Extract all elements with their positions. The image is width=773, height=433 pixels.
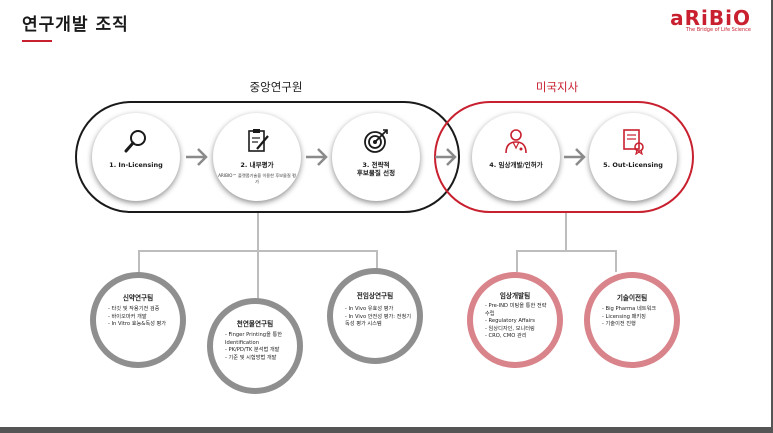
connector-left-drop [138, 250, 140, 275]
step-candidate-selection: 3. 전략적 후보물질 선정 [332, 113, 420, 201]
page-title: 연구개발 조직 [22, 15, 129, 35]
team-item: 기준 및 시험방법 개발 [225, 355, 291, 363]
magnifier-icon [92, 127, 180, 155]
team-item: Licensing 패키징 [602, 314, 668, 322]
team-item: Regulatory Affairs [485, 318, 551, 326]
team-drug-discovery: 신약연구팀 타깃 및 작용기전 검증 바이오마커 개발 In Vitro 효능&… [90, 272, 186, 368]
step-sublabel: ARIBIO™ 플랫폼기술을 이용한 후보물질 평가 [218, 173, 296, 184]
team-natural-products: 천연물연구팀 Finger Printing을 통한 Identificatio… [207, 298, 303, 394]
arrow-right-icon [564, 148, 586, 166]
step-label: 2. 내부평가 [240, 161, 274, 169]
connector-us-left-drop [516, 250, 518, 272]
team-name: 신약연구팀 [122, 294, 154, 302]
connector-us-horizontal [516, 250, 616, 252]
step-clinical-development: 4. 임상개발/인허가 [472, 113, 560, 201]
team-item: In Vivo 유효성 평가 [345, 306, 411, 314]
team-name: 천연물연구팀 [236, 320, 274, 328]
step-in-licensing: 1. In-Licensing [92, 113, 180, 201]
certificate-icon [589, 127, 677, 156]
team-item: CRO, CMO 관리 [485, 333, 551, 341]
connector-center-vertical [257, 213, 259, 251]
doctor-icon [472, 127, 560, 155]
connector-us-right-drop [615, 250, 617, 272]
team-item: Finger Printing을 통한 Identification [225, 332, 291, 347]
step-label: 3. 전략적 후보물질 선정 [356, 161, 396, 178]
team-preclinical: 전임상연구팀 In Vivo 유효성 평가 In Vivo 안전성 평가: 전청… [327, 268, 423, 364]
logo-wordmark: aRiBiO [670, 6, 751, 30]
section-label-us: 미국지사 [535, 80, 579, 94]
frame-edge-bottom [0, 427, 773, 433]
connector-mid-drop [257, 250, 259, 300]
team-item: Pre-IND 미팅을 통한 전략수립 [485, 303, 551, 318]
step-label: 4. 임상개발/인허가 [489, 161, 543, 169]
team-name: 기술이전팀 [616, 294, 648, 302]
team-name: 임상개발팀 [499, 292, 531, 300]
team-item: 바이오마커 개발 [108, 314, 174, 322]
step-label: 1. In-Licensing [109, 161, 163, 169]
team-clinical-development: 임상개발팀 Pre-IND 미팅을 통한 전략수립 Regulatory Aff… [467, 272, 563, 368]
team-item: 임상디자인, 모니터링 [485, 326, 551, 334]
arrow-right-icon [186, 148, 208, 166]
team-item: PK/PD/TK 분석법 개발 [225, 347, 291, 355]
company-logo: aRiBiO The Bridge of Life Science [670, 6, 751, 33]
title-underline [22, 40, 52, 42]
team-tech-transfer: 기술이전팀 Big Pharma 네트워크 Licensing 패키징 기술이전… [584, 272, 680, 368]
connector-us-vertical [565, 213, 567, 251]
clipboard-pen-icon [213, 127, 301, 155]
arrow-right-icon [306, 148, 328, 166]
step-label: 5. Out-Licensing [603, 161, 663, 169]
frame-edge-right [771, 0, 773, 433]
team-item: Big Pharma 네트워크 [602, 306, 668, 314]
target-icon [332, 127, 420, 155]
step-internal-evaluation: 2. 내부평가 ARIBIO™ 플랫폼기술을 이용한 후보물질 평가 [213, 113, 301, 201]
team-name: 전임상연구팀 [356, 292, 394, 300]
team-item: 기술이전 진행 [602, 321, 668, 329]
team-item: 타깃 및 작용기전 검증 [108, 306, 174, 314]
logo-tagline: The Bridge of Life Science [685, 27, 751, 33]
section-label-center: 중앙연구원 [249, 80, 303, 94]
step-out-licensing: 5. Out-Licensing [589, 113, 677, 201]
team-item: In Vivo 안전성 평가: 전청기 독성 평가 시스템 [345, 314, 411, 329]
connector-right-drop [376, 250, 378, 270]
arrow-right-icon [435, 148, 457, 166]
team-item: In Vitro 효능&독성 평가 [108, 321, 174, 329]
